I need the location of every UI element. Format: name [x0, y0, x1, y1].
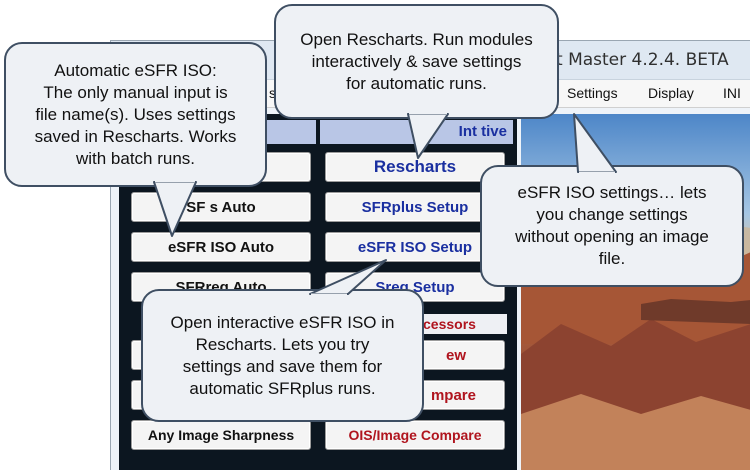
callout-line: for automatic runs. — [346, 73, 487, 93]
callout-esfr-iso-settings: eSFR ISO settings… lets you change setti… — [480, 165, 744, 287]
callout-open-rescharts: Open Rescharts. Run modules interactivel… — [274, 4, 559, 119]
esfr-iso-setup-button[interactable]: eSFR ISO Setup — [325, 232, 505, 262]
any-image-sharpness-button[interactable]: Any Image Sharpness — [131, 420, 311, 450]
callout-line: The only manual input is — [43, 82, 228, 102]
callout-line: saved in Rescharts. Works — [34, 126, 237, 146]
callout-line: automatic SFRplus runs. — [189, 378, 376, 398]
menu-item-display[interactable]: Display — [648, 85, 694, 101]
callout-line: eSFR ISO settings… lets — [517, 183, 707, 202]
callout-line: Open Rescharts. Run modules — [300, 29, 533, 49]
esfr-iso-auto-button[interactable]: eSFR ISO Auto — [131, 232, 311, 262]
callout-line: Automatic eSFR ISO: — [54, 60, 217, 80]
window-title: t Master 4.2.4. BETA — [556, 50, 729, 70]
sfrplus-auto-button[interactable]: SF s Auto — [131, 192, 311, 222]
callout-line: settings and save them for — [182, 356, 383, 376]
menu-item-partial[interactable]: s — [269, 85, 276, 101]
processors-section-label: rocessors — [409, 314, 507, 334]
callout-rescharts-tail — [407, 111, 449, 159]
ois-image-compare-button[interactable]: OIS/Image Compare — [325, 420, 505, 450]
callout-interactive-tail — [309, 259, 387, 297]
callout-line: file name(s). Uses settings — [35, 104, 236, 124]
callout-line: you change settings — [536, 205, 688, 224]
menu-item-ini[interactable]: INI — [723, 85, 741, 101]
callout-line: file. — [598, 249, 626, 268]
callout-line: Rescharts. Lets you try — [195, 334, 370, 354]
callout-line: with batch runs. — [75, 148, 196, 168]
menu-item-settings[interactable]: Settings — [567, 85, 618, 101]
callout-line: without opening an image — [515, 227, 709, 246]
callout-line: interactively & save settings — [311, 51, 522, 71]
callout-open-interactive-esfr-iso: Open interactive eSFR ISO in Rescharts. … — [141, 289, 424, 422]
callout-line: Open interactive eSFR ISO in — [170, 312, 395, 332]
callout-automatic-tail — [153, 179, 197, 237]
sfrplus-setup-button[interactable]: SFRplus Setup — [325, 192, 505, 222]
callout-automatic-esfr-iso: Automatic eSFR ISO: The only manual inpu… — [4, 42, 267, 187]
callout-settings-tail — [573, 113, 617, 175]
